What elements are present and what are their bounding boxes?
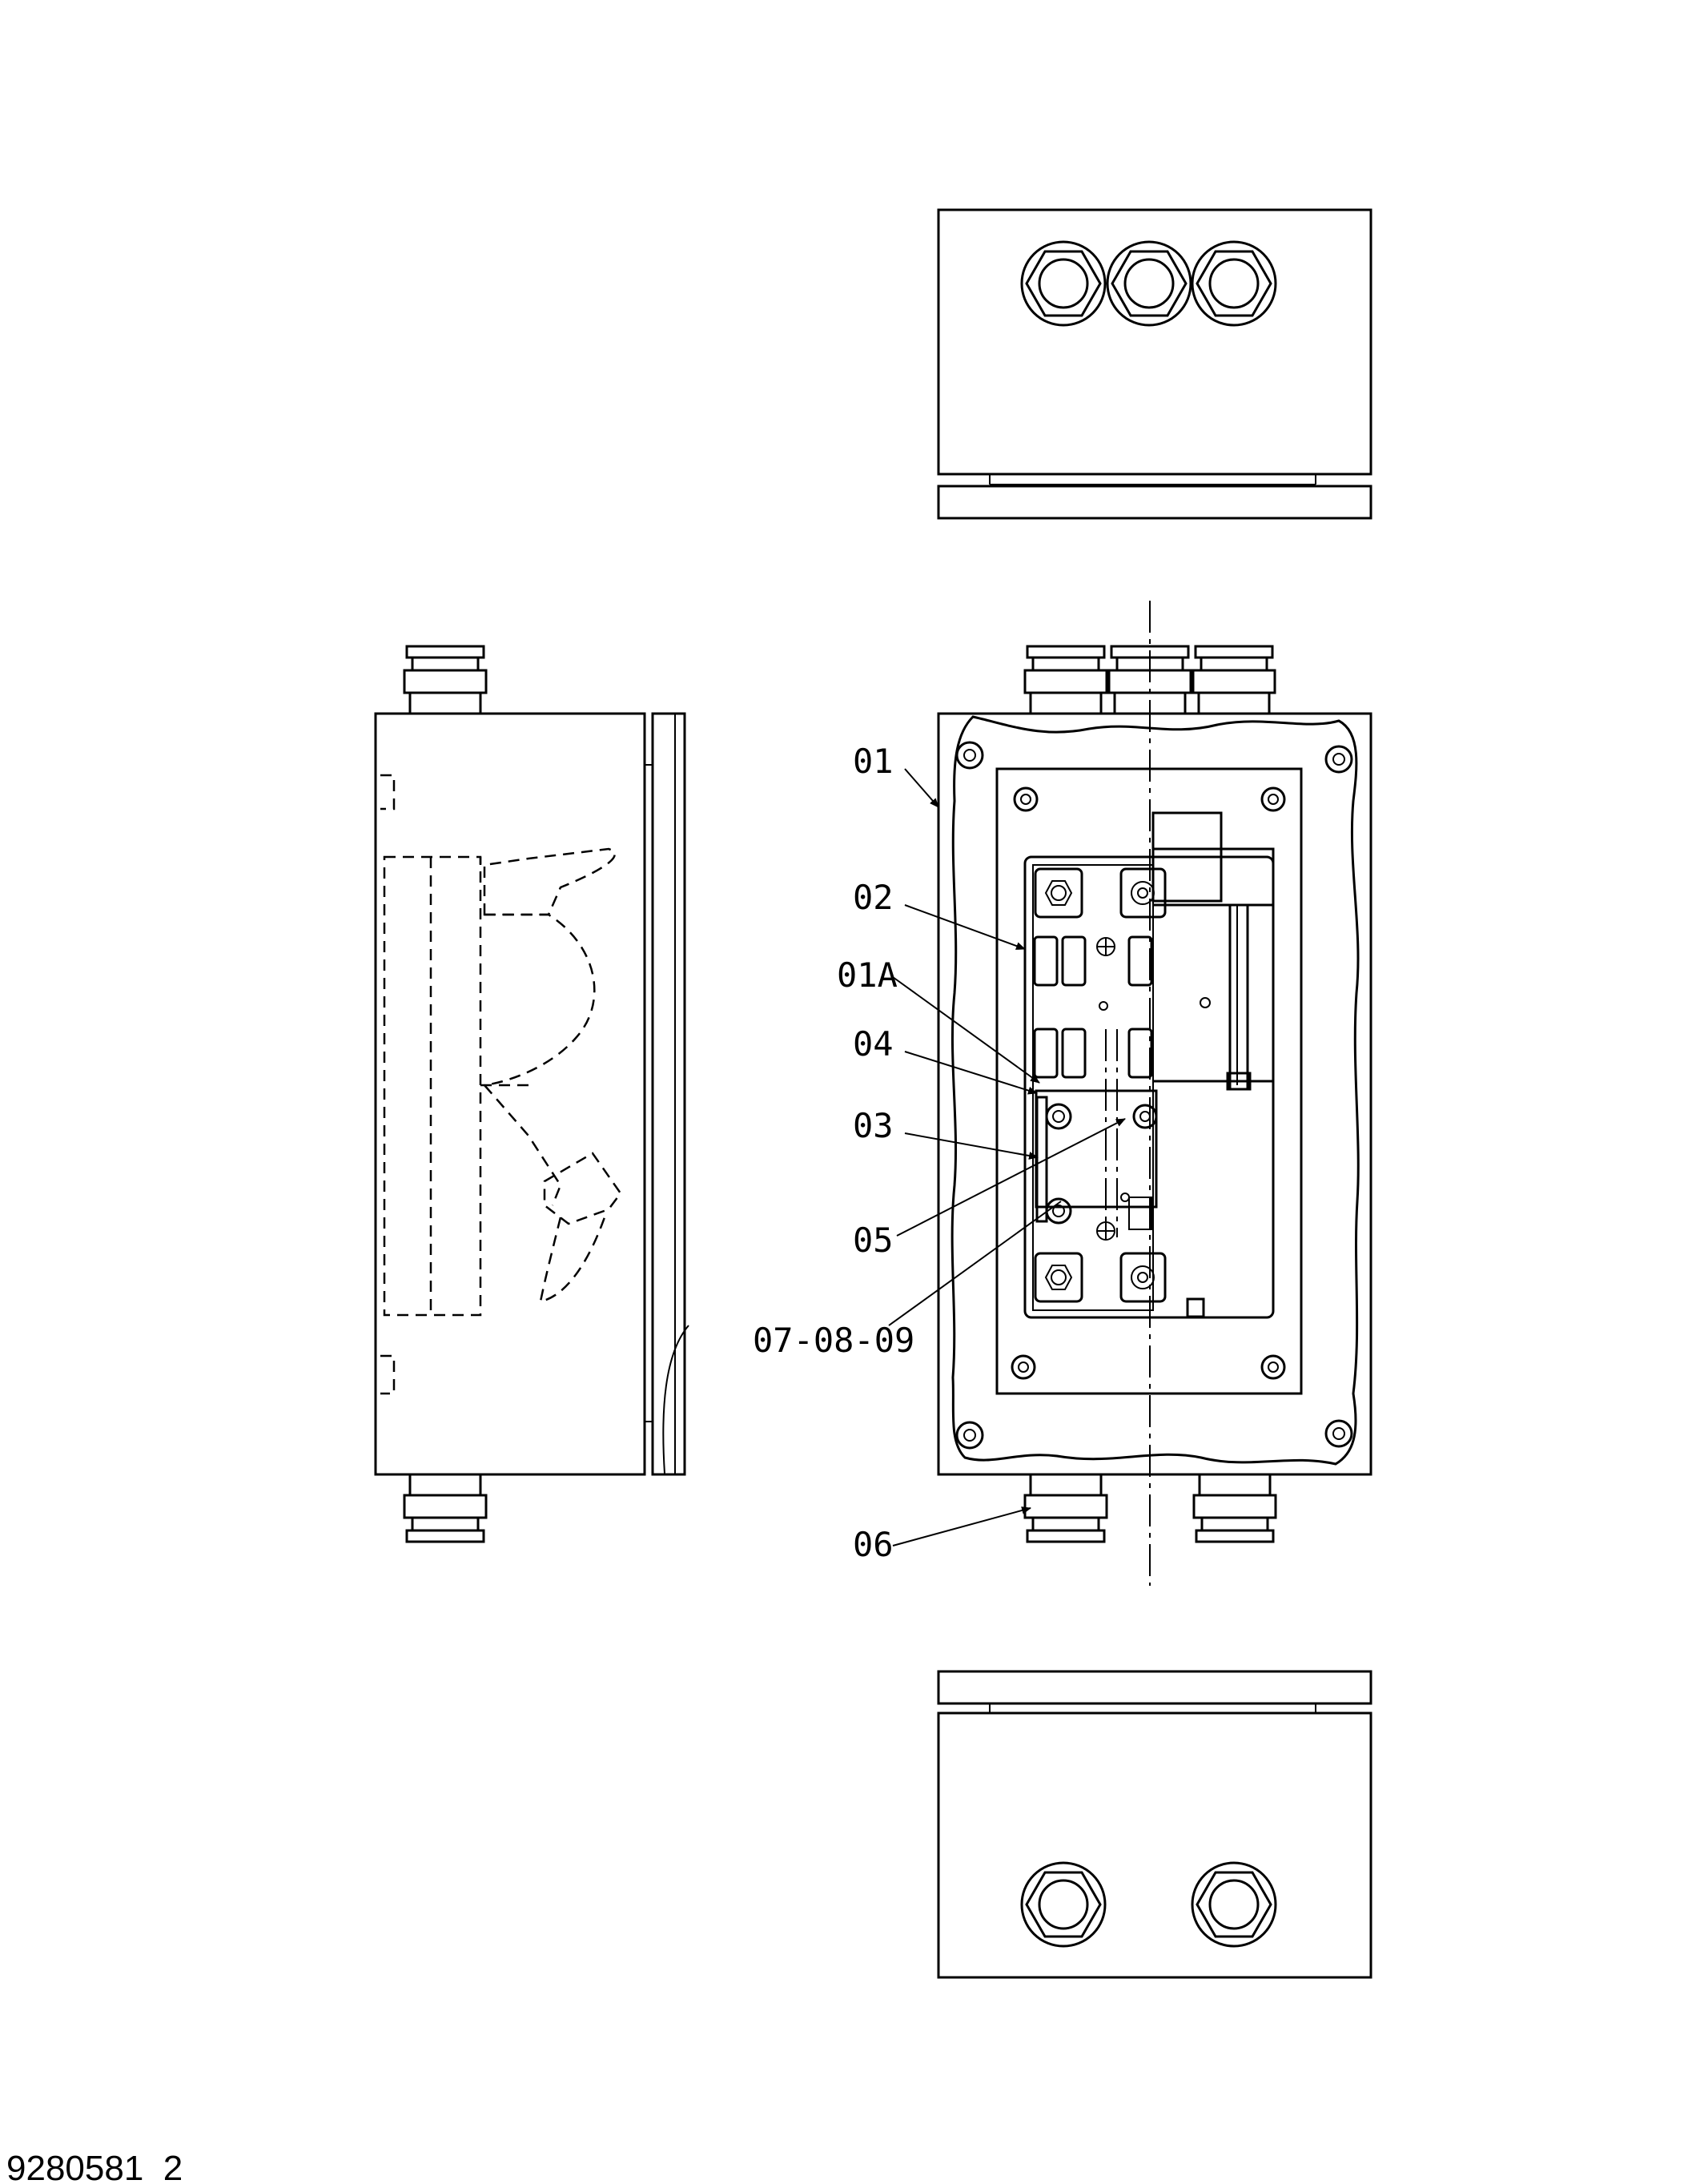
callout-07-08-09: 07-08-09 <box>753 1321 914 1360</box>
callout-06: 06 <box>853 1525 894 1564</box>
cable-gland-top-2 <box>1106 240 1192 327</box>
callout-04: 04 <box>853 1024 894 1064</box>
front-top-glands <box>1023 645 1276 715</box>
callout-01: 01 <box>853 742 894 781</box>
cable-gland-bottom-2 <box>1191 1861 1277 1948</box>
callout-01a: 01A <box>837 955 898 995</box>
callouts: 01 02 01A 04 03 05 07-08-09 06 <box>753 742 1126 1564</box>
cable-gland-top-3 <box>1191 240 1277 327</box>
side-view <box>374 645 689 1543</box>
callout-02: 02 <box>853 878 894 917</box>
front-bottom-glands <box>1023 1473 1277 1543</box>
callout-05: 05 <box>853 1221 894 1260</box>
drawing-reference-number: 9280581_2 <box>6 2149 183 2184</box>
front-view <box>937 601 1372 1586</box>
bottom-view <box>937 1670 1372 1979</box>
cable-gland-bottom-1 <box>1020 1861 1107 1948</box>
cable-gland-top-1 <box>1020 240 1107 327</box>
callout-03: 03 <box>853 1106 894 1145</box>
top-view <box>937 208 1372 520</box>
